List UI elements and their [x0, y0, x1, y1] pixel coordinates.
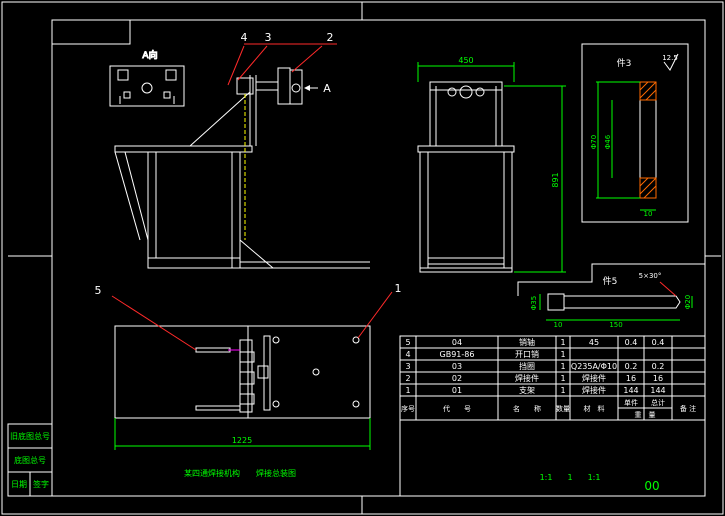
- left-strip-cell-sign: 签字: [33, 479, 49, 489]
- plan-view-annotations: 5 1 1225: [95, 282, 402, 450]
- bom-cell-total-w: 0.2: [652, 362, 665, 371]
- dim-bottom-length: 1225: [232, 436, 252, 445]
- dim-pin-diameter: Φ35: [530, 296, 538, 310]
- bom-cell-qty: 1: [560, 338, 565, 347]
- bom-cell-code: 01: [452, 386, 462, 395]
- bom-cell-material: 焊接件: [582, 385, 606, 395]
- bom-header-weight: 重 量: [635, 411, 656, 419]
- bom-cell-total-w: 16: [653, 374, 663, 383]
- bom-cell-material: 焊接件: [582, 373, 606, 383]
- balloon-5: 5: [95, 284, 102, 297]
- bom-cell-no: 1: [405, 386, 410, 395]
- bom-cell-name: 销轴: [519, 337, 535, 347]
- inner-border: [51, 19, 706, 497]
- dim-side-width: 450: [458, 56, 473, 65]
- front-balloons: 4 3 2 A: [227, 31, 337, 95]
- bom-row: 2 02 焊接件 1 焊接件 16 16: [405, 373, 663, 383]
- bom-cell-unit-w: 0.2: [625, 362, 638, 371]
- balloon-2: 2: [327, 31, 334, 44]
- bom-header-no: 序号: [401, 404, 415, 413]
- bom-header-remark: 备 注: [680, 404, 696, 413]
- front-view: [114, 67, 370, 269]
- plan-view: [114, 325, 371, 419]
- drawing-subtitle: 焊接总装图: [256, 468, 296, 478]
- bom-header-code: 代 号: [443, 404, 471, 413]
- bom-cell-total-w: 0.4: [652, 338, 665, 347]
- bom-row: 5 04 销轴 1 45 0.4 0.4: [405, 337, 664, 347]
- bom-cell-qty: 1: [560, 386, 565, 395]
- balloon-4: 4: [241, 31, 248, 44]
- bom-cell-material: Q235A/Φ10: [571, 362, 617, 371]
- detail-part3-label: 件3: [617, 57, 632, 69]
- left-strip-cell-old: 旧底图总号: [10, 431, 50, 441]
- dim-pin-head: 10: [554, 321, 563, 329]
- side-view-dimensions: 450 891: [417, 56, 566, 273]
- bom-header-qty: 数量: [556, 404, 570, 413]
- bom-cell-material: 45: [589, 338, 599, 347]
- balloon-1: 1: [395, 282, 402, 295]
- bom-header-total-weight: 总计: [651, 398, 665, 407]
- detail-part5: 件5 5×30° 150 Φ35 Φ20 10: [517, 263, 705, 329]
- arrow-a-label: A: [323, 82, 331, 95]
- bom-header-material: 材 料: [584, 404, 605, 413]
- bom-cell-unit-w: 16: [626, 374, 636, 383]
- a-view-label: A向: [142, 49, 157, 61]
- scale-cell-3: 1:1: [588, 473, 601, 482]
- bom-cell-name: 开口销: [515, 349, 539, 359]
- scale-cell-2: 1: [567, 473, 572, 482]
- dim-chamfer: 5×30°: [639, 272, 662, 280]
- bom-header-name: 名 称: [513, 404, 541, 413]
- bom-cell-unit-w: 0.4: [625, 338, 638, 347]
- bom-row: 4 GB91-86 开口销 1: [405, 349, 565, 359]
- bom-row: 1 01 支架 1 焊接件 144 144: [405, 385, 665, 395]
- left-strip-cell-base: 底图总号: [14, 455, 46, 465]
- bom-cell-name: 焊接件: [515, 373, 539, 383]
- bom-cell-qty: 1: [560, 374, 565, 383]
- drawing-number: 00: [644, 479, 659, 493]
- dim-side-height: 891: [551, 172, 560, 187]
- balloon-3: 3: [265, 31, 272, 44]
- bom-cell-no: 2: [405, 374, 410, 383]
- dim-ring-inner: Φ46: [604, 134, 612, 149]
- left-strip: 旧底图总号 底图总号 日期 签字: [7, 423, 53, 497]
- top-left-stamp-box: [52, 20, 131, 45]
- side-view: [417, 81, 515, 273]
- front-top-plate: [114, 145, 253, 153]
- bom-header-unit-weight: 单件: [624, 398, 638, 407]
- drawing-title: 某四通焊接机构: [184, 468, 240, 478]
- dim-ring-width: 10: [644, 210, 653, 218]
- bom-cell-unit-w: 144: [623, 386, 638, 395]
- bom-cell-no: 5: [405, 338, 410, 347]
- bom-cell-name: 支架: [519, 385, 535, 395]
- bom-header: 序号 代 号 名 称 数量 材 料 单件 总计 重 量 备 注: [401, 398, 696, 419]
- bom-cell-no: 3: [405, 362, 410, 371]
- title-block: 某四通焊接机构 焊接总装图 1:1 1 1:1 00: [184, 420, 660, 496]
- bom-row: 3 03 挡圈 1 Q235A/Φ10 0.2 0.2: [405, 361, 664, 371]
- detail-part3: 件3 12.5 Φ70 Φ46 10: [581, 43, 689, 223]
- bom-cell-code: 03: [452, 362, 462, 371]
- bom-cell-total-w: 144: [650, 386, 665, 395]
- bom-cell-qty: 1: [560, 362, 565, 371]
- bom-cell-code: 04: [452, 338, 462, 347]
- detail-part5-label: 件5: [603, 275, 618, 287]
- dim-pin-length: 150: [609, 321, 622, 329]
- dim-pin-tip: Φ20: [684, 295, 692, 309]
- bom-table: [399, 335, 706, 421]
- bom-cell-qty: 1: [560, 350, 565, 359]
- bom-cell-code: GB91-86: [440, 350, 475, 359]
- scale-cell-1: 1:1: [540, 473, 553, 482]
- dim-ring-outer: Φ70: [590, 135, 598, 149]
- bom-cell-name: 挡圈: [519, 361, 535, 371]
- left-strip-cell-date: 日期: [11, 480, 27, 489]
- a-direction-view: A向: [109, 49, 185, 107]
- roughness-label: 12.5: [662, 54, 678, 62]
- bom-cell-no: 4: [405, 350, 410, 359]
- bom-cell-code: 02: [452, 374, 462, 383]
